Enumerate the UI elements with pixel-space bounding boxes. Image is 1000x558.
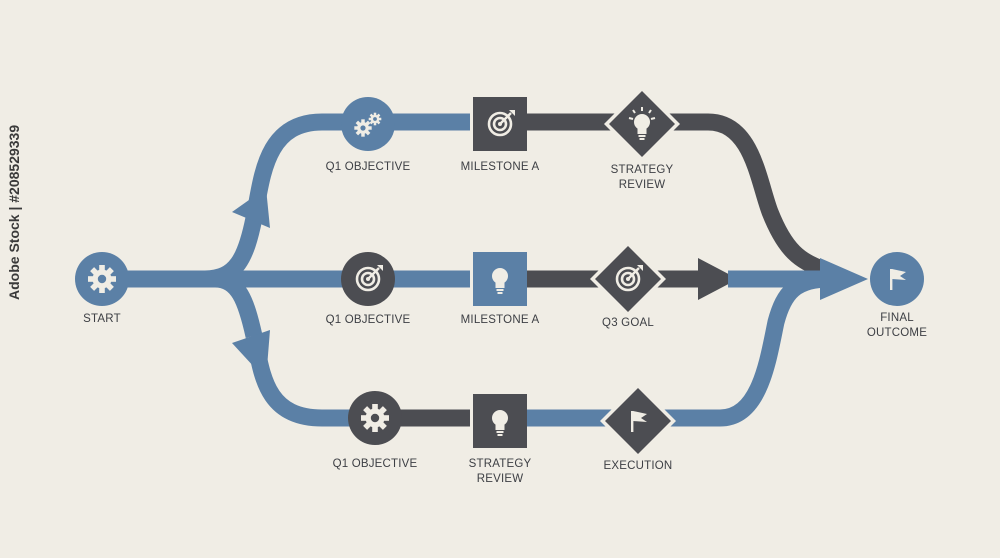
label-bot-q1-objective: Q1 OBJECTIVE [332,458,418,470]
arrow-final [820,258,868,300]
lightbulb-icon [492,268,508,294]
label-bot-execution: EXECUTION [603,460,673,472]
gear-icon [361,404,389,432]
arrow-up-branch [232,188,270,228]
label-mid-q3-goal: Q3 GOAL [602,317,654,329]
label-bot-strategy-review: STRATEGY REVIEW [468,458,532,485]
watermark-text: Adobe Stock | #208529339 [6,124,22,300]
gear-icon [88,265,116,293]
lightbulb-icon [628,107,656,140]
path-bot-blue [525,270,831,427]
label-top-milestone-a: MILESTONE A [460,161,540,173]
node-start [75,252,129,306]
node-top-milestone-a [473,97,527,151]
flag-icon [631,411,647,432]
label-mid-milestone-a: MILESTONE A [460,314,540,326]
node-top-strategy-review [604,86,680,162]
flag-icon [890,269,906,290]
path-top-dark [525,113,828,279]
connectors [102,113,868,427]
node-bot-execution [600,383,676,459]
node-mid-milestone-a [473,252,527,306]
label-start: START [83,313,121,325]
node-final-outcome [870,252,924,306]
target-icon [487,110,515,137]
node-bot-strategy-review [473,394,527,448]
arrow-down-branch [232,330,270,380]
target-icon [355,265,383,292]
node-mid-q3-goal [590,241,666,317]
path-start-lower [214,270,263,338]
node-mid-q1-objective [341,252,395,306]
label-mid-q1-objective: Q1 OBJECTIVE [325,314,411,326]
label-top-strategy-review: STRATEGY REVIEW [610,164,674,191]
label-final-outcome: FINAL OUTCOME [866,312,928,339]
arrow-mid-dark [698,258,738,300]
lightbulb-icon [492,410,508,436]
node-bot-q1-objective [348,391,402,445]
label-top-q1-objective: Q1 OBJECTIVE [325,161,411,173]
node-top-q1-objective [341,97,395,151]
nodes [75,86,924,459]
target-icon [615,265,643,292]
gears-icon [354,112,382,137]
